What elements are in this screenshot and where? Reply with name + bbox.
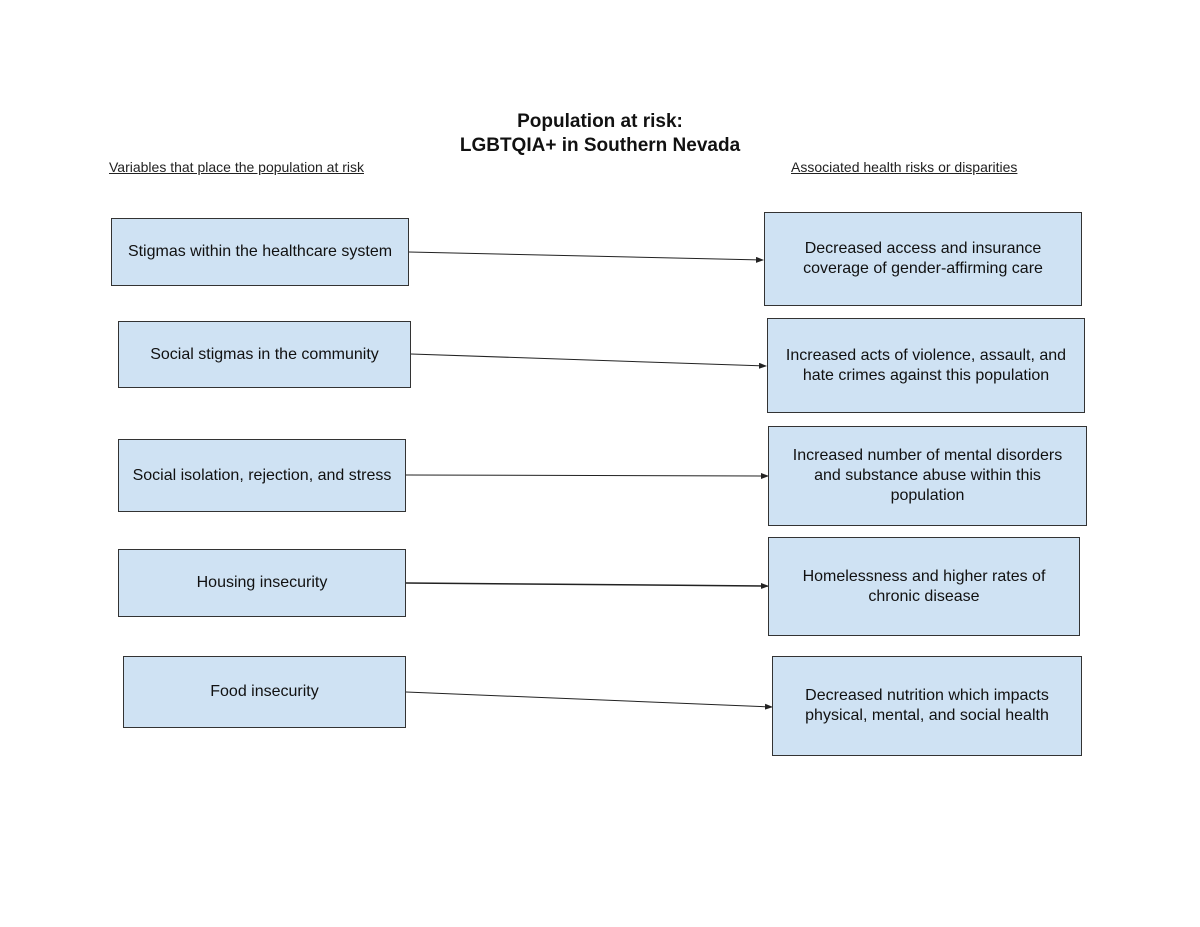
risk-label-4: Homelessness and higher rates of chronic…	[802, 567, 1046, 605]
risk-box-4: Homelessness and higher rates of chronic…	[768, 537, 1080, 636]
risk-label-2: Increased acts of violence, assault, and…	[785, 346, 1067, 384]
arrow-row-2	[410, 353, 767, 369]
left-column-header: Variables that place the population at r…	[109, 159, 365, 175]
variable-box-3: Social isolation, rejection, and stress	[118, 439, 406, 512]
risk-label-5: Decreased nutrition which impacts physic…	[805, 687, 1049, 724]
variable-label-2: Social stigmas in the community	[150, 345, 379, 363]
risk-label-1: Decreased access and insurance coverage …	[803, 240, 1043, 277]
variable-label-3: Social isolation, rejection, and stress	[132, 466, 392, 484]
variable-box-1: Stigmas within the healthcare system	[111, 218, 409, 286]
variable-box-2: Social stigmas in the community	[118, 321, 411, 388]
variable-label-5: Food insecurity	[210, 683, 319, 700]
variable-label-4: Housing insecurity	[196, 574, 328, 591]
arrow-row-5	[405, 691, 773, 710]
arrow-row-4	[405, 582, 769, 589]
arrow-row-1	[408, 251, 764, 263]
risk-box-5: Decreased nutrition which impacts physic…	[772, 656, 1082, 756]
variable-label-1: Stigmas within the healthcare system	[127, 243, 393, 260]
arrow-row-3	[405, 472, 769, 479]
risk-box-2: Increased acts of violence, assault, and…	[767, 318, 1085, 413]
variable-box-4: Housing insecurity	[118, 549, 406, 617]
title-line-2: LGBTQIA+ in Southern Nevada	[459, 135, 741, 156]
variable-box-5: Food insecurity	[123, 656, 406, 728]
risk-label-3: Increased number of mental disorders and…	[792, 447, 1063, 504]
diagram-title: Population at risk: LGBTQIA+ in Southern…	[0, 110, 1200, 158]
title-line-1: Population at risk:	[517, 111, 683, 132]
right-column-header: Associated health risks or disparities	[791, 159, 1018, 175]
risk-box-1: Decreased access and insurance coverage …	[764, 212, 1082, 306]
risk-box-3: Increased number of mental disorders and…	[768, 426, 1087, 526]
